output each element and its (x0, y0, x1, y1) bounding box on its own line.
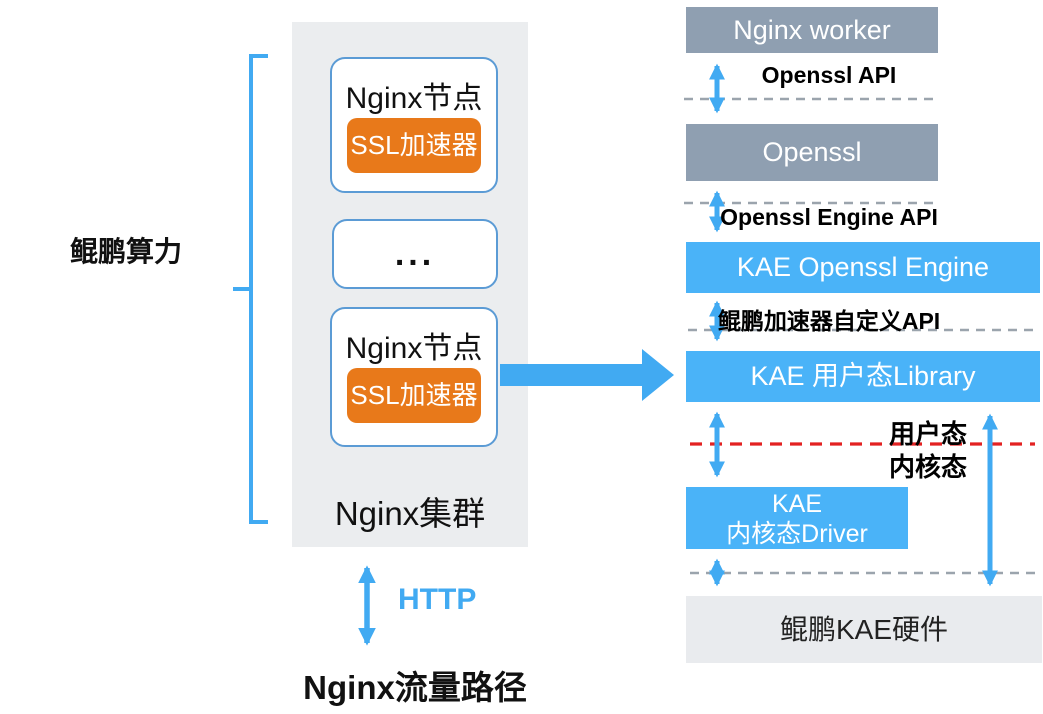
kae-kernel-driver-box: KAE 内核态Driver (686, 487, 908, 549)
kunpeng-kae-hardware-box: 鲲鹏KAE硬件 (686, 596, 1042, 663)
nginx-node-1-title: Nginx节点 (345, 82, 483, 115)
kernel-mode-label: 内核态 (888, 452, 967, 482)
kunpeng-custom-api-label: 鲲鹏加速器自定义API (717, 308, 941, 334)
ellipsis-text: ... (394, 234, 436, 273)
ssl-accelerator-badge-1: SSL加速器 (347, 118, 481, 173)
nginx-node-2-title: Nginx节点 (345, 332, 483, 365)
user-mode-label: 用户态 (888, 419, 967, 449)
openssl-box: Openssl (686, 124, 938, 181)
nginx-cluster-caption: Nginx集群 (334, 495, 486, 532)
nginx-node-1: Nginx节点 SSL加速器 (330, 57, 498, 193)
cluster-to-library-arrow (500, 349, 674, 401)
nginx-worker-box: Nginx worker (686, 7, 938, 53)
openssl-api-label: Openssl API (761, 62, 897, 88)
kae-user-library-box: KAE 用户态Library (686, 351, 1040, 402)
http-label: HTTP (398, 583, 477, 616)
kae-kernel-driver-line2: 内核态Driver (726, 520, 868, 548)
nginx-node-ellipsis: ... (332, 219, 498, 289)
kunpeng-bracket (233, 54, 268, 524)
nginx-traffic-path-caption: Nginx流量路径 (303, 669, 527, 706)
ssl-accelerator-badge-2: SSL加速器 (347, 368, 481, 423)
kae-openssl-engine-box: KAE Openssl Engine (686, 242, 1040, 293)
openssl-engine-api-label: Openssl Engine API (720, 204, 938, 230)
nginx-node-2: Nginx节点 SSL加速器 (330, 307, 498, 447)
kae-kernel-driver-line1: KAE (771, 490, 823, 518)
kunpeng-compute-label: 鲲鹏算力 (70, 236, 183, 267)
